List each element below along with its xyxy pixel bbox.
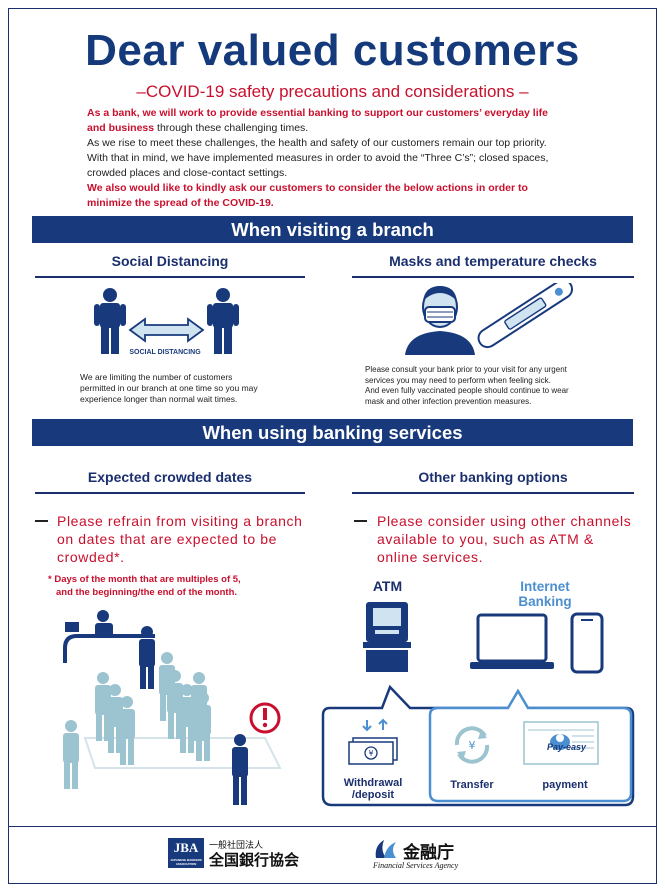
- intro-text: As a bank, we will work to provide essen…: [87, 106, 587, 211]
- intro-line-2-red: and business: [87, 122, 155, 134]
- withdrawal-deposit-label: Withdrawal /deposit: [333, 777, 413, 801]
- heading-other-options: Other banking options: [418, 469, 568, 485]
- text-line: on dates that are expected to be: [57, 531, 278, 547]
- divider: [35, 492, 305, 494]
- banner-banking-services: When using banking services: [32, 419, 633, 446]
- fsa-logo-icon: [375, 840, 396, 858]
- divider: [352, 276, 634, 278]
- text-line: Internet: [520, 579, 570, 594]
- intro-line-2: and business through these challenging t…: [87, 121, 587, 136]
- transfer-label: Transfer: [450, 779, 494, 791]
- text-line: services you may need to perform when fe…: [365, 375, 551, 385]
- transfer-icon: ¥: [454, 726, 490, 764]
- text-line: We are limiting the number of customers: [80, 372, 233, 382]
- fsa-name: 金融庁: [403, 843, 454, 863]
- text-line: Please consult your bank prior to your v…: [365, 365, 567, 374]
- text-line: And even fully vaccinated people should …: [365, 386, 569, 395]
- text-line: Please consider using other channels: [377, 513, 632, 529]
- text-line: mask and other infection prevention meas…: [365, 396, 532, 406]
- computer-icon: [65, 622, 79, 632]
- text-line: online services.: [377, 549, 484, 565]
- jba-small: JAPANESE BANKERS ASSOCIATION: [170, 858, 202, 866]
- divider: [352, 492, 634, 494]
- crowded-branch-illustration: [63, 610, 282, 805]
- smartphone-icon: [570, 612, 604, 674]
- text-line: Please refrain from visiting a branch: [57, 513, 303, 529]
- person-icon: [94, 288, 126, 354]
- jba-logo: JBA JAPANESE BANKERS ASSOCIATION: [168, 838, 204, 868]
- counter-icon: [63, 634, 155, 663]
- intro-line-7: minimize the spread of the COVID-19.: [87, 197, 274, 209]
- masked-person-icon: [405, 286, 475, 355]
- people-queue-icon: [63, 652, 211, 789]
- jba-name: 全国銀行協会: [209, 851, 300, 869]
- social-distancing-icon: [94, 288, 239, 354]
- mask-text: Please consult your bank prior to your v…: [365, 365, 625, 407]
- social-distancing-label: SOCIAL DISTANCING: [129, 349, 201, 356]
- payment-label: payment: [542, 779, 588, 791]
- crowded-dates-bullet: Please refrain from visiting a branch on…: [57, 512, 322, 566]
- laptop-icon: [470, 613, 554, 669]
- payment-slip-icon: [523, 721, 599, 765]
- page-subtitle: –COVID-19 safety precautions and conside…: [136, 82, 529, 101]
- intro-line-5: crowded places and close-contact setting…: [87, 167, 288, 179]
- svg-text:¥: ¥: [469, 739, 476, 752]
- intro-line-6: We also would like to kindly ask our cus…: [87, 182, 528, 194]
- divider: [35, 276, 305, 278]
- heading-crowded-dates: Expected crowded dates: [87, 469, 253, 485]
- person-icon: [207, 288, 239, 354]
- jba-abbr: JBA: [173, 840, 199, 855]
- double-arrow-icon: [128, 317, 205, 343]
- text-line: permitted in our branch at one time so y…: [80, 383, 258, 393]
- bullet-dash: [354, 520, 367, 522]
- fsa-english-name: Financial Services Agency: [373, 861, 459, 870]
- page-title: Dear valued customers: [85, 26, 580, 75]
- text-line: * Days of the month that are multiples o…: [48, 574, 241, 585]
- social-distancing-text: We are limiting the number of customers …: [80, 372, 290, 405]
- text-line: available to you, such as ATM &: [377, 531, 594, 547]
- intro-line-3: As we rise to meet these challenges, the…: [87, 137, 547, 149]
- heading-masks-temperature: Masks and temperature checks: [389, 253, 597, 269]
- thermometer-icon: [477, 283, 574, 349]
- alert-icon: [249, 702, 281, 734]
- poster-frame: [8, 8, 657, 884]
- text-line: /deposit: [351, 789, 395, 801]
- text-line: Banking: [518, 594, 572, 609]
- text-line: Withdrawal: [343, 777, 403, 789]
- banner-visiting-branch: When visiting a branch: [32, 216, 633, 243]
- intro-line-4: With that in mind, we have implemented m…: [87, 152, 549, 164]
- text-line: experience longer than normal wait times…: [80, 394, 238, 404]
- mask-thermometer-icon: [405, 283, 574, 355]
- footer-divider: [8, 826, 657, 828]
- person-icon: [139, 626, 155, 689]
- intro-line-2-rest: through these challenging times.: [154, 122, 309, 134]
- atm-label: ATM: [372, 578, 403, 594]
- internet-banking-label: Internet Banking: [490, 579, 600, 609]
- crowded-dates-note: * Days of the month that are multiples o…: [48, 573, 308, 599]
- other-options-bullet: Please consider using other channels ava…: [377, 512, 642, 566]
- svg-text:¥: ¥: [368, 749, 373, 758]
- bullet-dash: [35, 520, 48, 522]
- cash-icon: ¥: [348, 718, 398, 765]
- heading-social-distancing: Social Distancing: [111, 253, 229, 269]
- payeasy-logo: Pay-easy: [547, 742, 587, 752]
- intro-line-1: As a bank, we will work to provide essen…: [87, 107, 548, 119]
- text-line: and the beginning/the end of the month.: [56, 587, 238, 598]
- text-line: crowded*.: [57, 549, 125, 565]
- teller-person-icon: [95, 610, 113, 637]
- person-icon: [232, 734, 248, 805]
- atm-icon: [363, 602, 411, 672]
- jba-top-text: 一般社団法人: [209, 841, 264, 851]
